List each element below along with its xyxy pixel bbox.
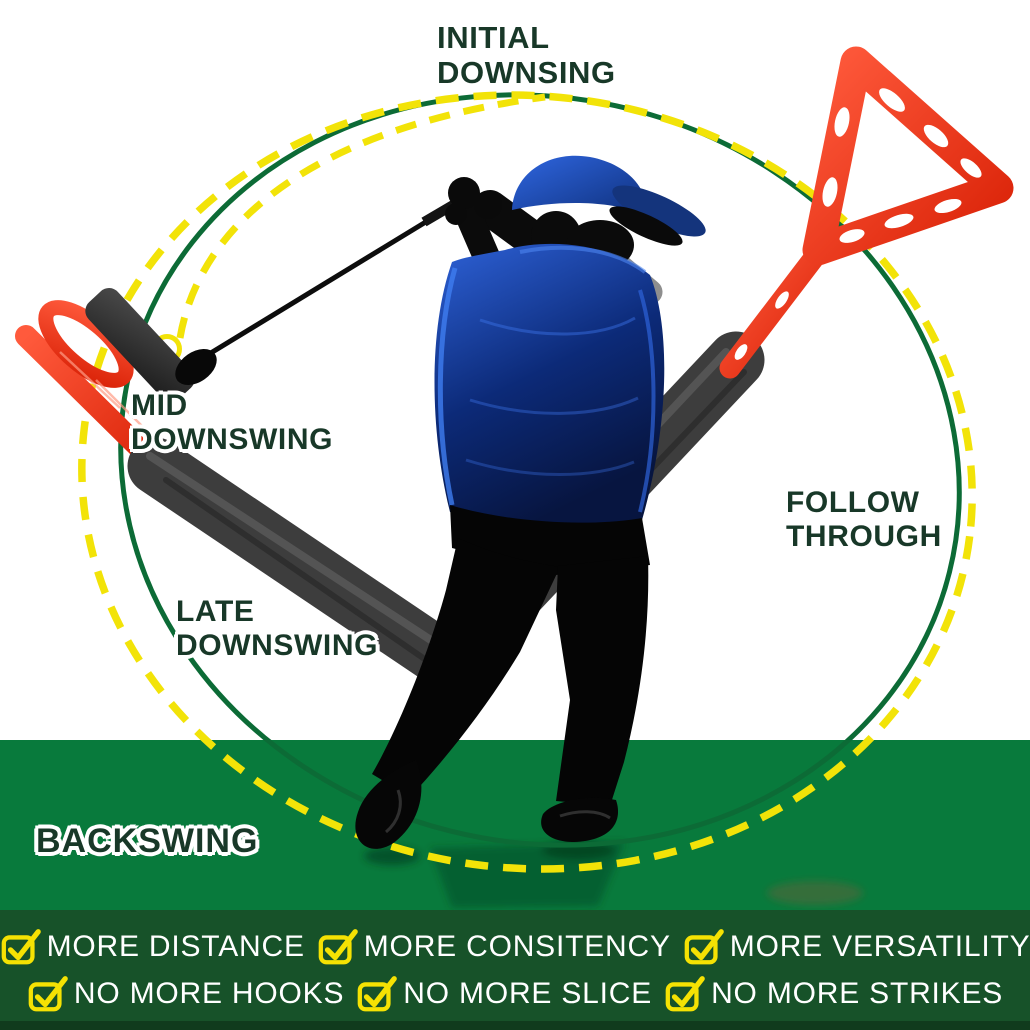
loop-holes	[822, 88, 982, 243]
checkbox-icon	[1, 928, 41, 964]
benefit-label: MORE CONSITENCY	[363, 929, 671, 963]
benefit-item: NO MORE SLICE	[356, 974, 652, 1014]
trainer-handle-loop	[719, 46, 1014, 379]
benefit-label: MORE VERSATILITY	[729, 929, 1030, 963]
trainer-grip	[85, 288, 195, 402]
checkbox-icon	[28, 975, 68, 1011]
checkbox-icon	[684, 928, 724, 964]
benefit-label: NO MORE SLICE	[403, 976, 653, 1010]
club-head	[175, 348, 217, 386]
label-follow-through: FOLLOW THROUGH	[786, 486, 942, 553]
benefit-label: NO MORE STRIKES	[711, 976, 1004, 1010]
benefit-item: MORE CONSITENCY	[317, 927, 671, 967]
checkbox-icon	[665, 975, 705, 1011]
benefits-footer: MORE DISTANCE MORE CONSITENCY MORE VERSA…	[0, 910, 1030, 1030]
benefits-row-2: NO MORE HOOKS NO MORE SLICE NO MORE STRI…	[0, 974, 1030, 1014]
benefits-row-1: MORE DISTANCE MORE CONSITENCY MORE VERSA…	[0, 927, 1030, 967]
checkbox-icon	[318, 928, 358, 964]
golfer-pants	[372, 505, 650, 806]
benefit-label: MORE DISTANCE	[46, 929, 305, 963]
label-backswing: BACKSWING	[36, 822, 259, 860]
label-initial-downswing: INITIAL DOWNSING	[437, 20, 616, 91]
benefit-item: NO MORE HOOKS	[27, 974, 344, 1014]
golfer-shoes	[355, 760, 619, 849]
checkbox-icon	[357, 975, 398, 1011]
benefit-item: NO MORE STRIKES	[664, 974, 1003, 1014]
club-path-dashed	[176, 93, 546, 339]
benefit-item: MORE DISTANCE	[0, 927, 305, 967]
benefit-item: MORE VERSATILITY	[683, 927, 1030, 967]
golfer-silhouette	[175, 155, 706, 849]
golfer-hands	[445, 177, 502, 225]
golfer-shirt	[434, 243, 665, 527]
benefit-label: NO MORE HOOKS	[73, 976, 345, 1010]
label-late-downswing: LATE DOWNSWING	[176, 595, 379, 662]
label-mid-downswing: MID DOWNSWING	[131, 389, 334, 456]
golfer-cap	[512, 155, 706, 270]
golf-club	[175, 190, 473, 386]
